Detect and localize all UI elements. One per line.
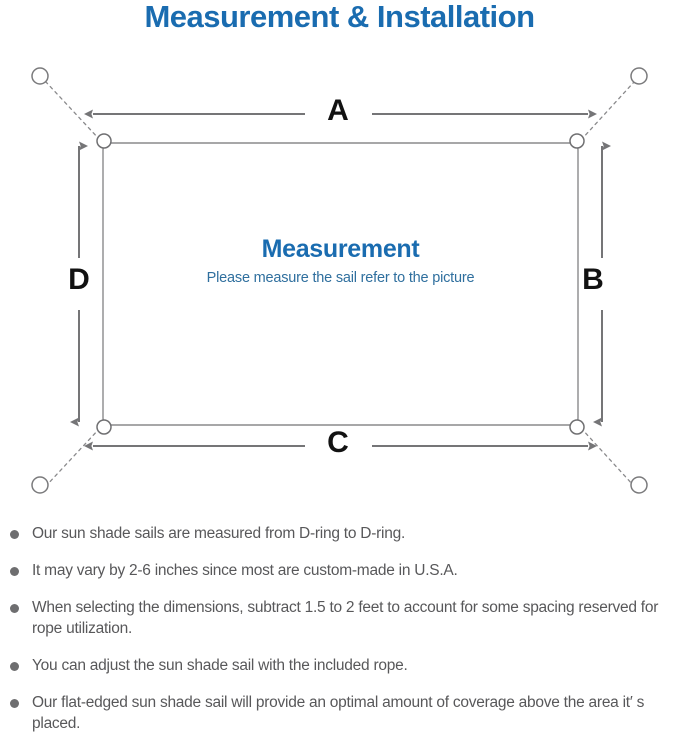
note-text: Our sun shade sails are measured from D-… — [32, 525, 406, 542]
note-text: It may vary by 2-6 inches since most are… — [32, 561, 458, 579]
bullet-icon — [10, 603, 19, 613]
anchor-ring-top-left — [31, 67, 49, 85]
dimension-label-b: B — [582, 263, 604, 296]
d-ring-top-left — [96, 133, 112, 149]
anchor-ring-bottom-right — [630, 476, 648, 494]
bullet-icon — [10, 530, 19, 539]
d-rings — [96, 133, 585, 435]
d-ring-bottom-left — [96, 419, 112, 435]
bullet-icon — [10, 566, 19, 576]
list-item: It may vary by 2-6 inches since most are… — [0, 561, 679, 582]
d-ring-bottom-right — [569, 419, 585, 435]
list-item: When selecting the dimensions, subtract … — [0, 598, 679, 640]
list-item: Our flat-edged sun shade sail will provi… — [0, 693, 679, 735]
anchor-ring-bottom-left — [31, 476, 49, 494]
bullet-icon — [10, 661, 19, 671]
page-title: Measurement & Installation — [144, 0, 535, 34]
bullet-icon — [10, 698, 19, 708]
shade-sail-measurement-diagram — [0, 52, 679, 512]
anchor-ring-top-right — [630, 67, 648, 85]
d-ring-top-right — [569, 133, 585, 149]
note-text: When selecting the dimensions, subtract … — [32, 598, 659, 637]
note-text: Our flat-edged sun shade sail will provi… — [32, 693, 645, 732]
rope-lines — [45, 81, 635, 487]
note-text: You can adjust the sun shade sail with t… — [32, 656, 408, 674]
notes-list: Our sun shade sails are measured from D-… — [0, 524, 679, 734]
anchor-rings — [31, 67, 648, 494]
dimension-label-c: C — [327, 426, 349, 459]
sail-outline — [102, 142, 579, 426]
list-item: Our sun shade sails are measured from D-… — [0, 524, 679, 545]
dimension-label-a: A — [327, 94, 349, 127]
dimension-label-d: D — [68, 263, 90, 296]
list-item: You can adjust the sun shade sail with t… — [0, 656, 679, 677]
